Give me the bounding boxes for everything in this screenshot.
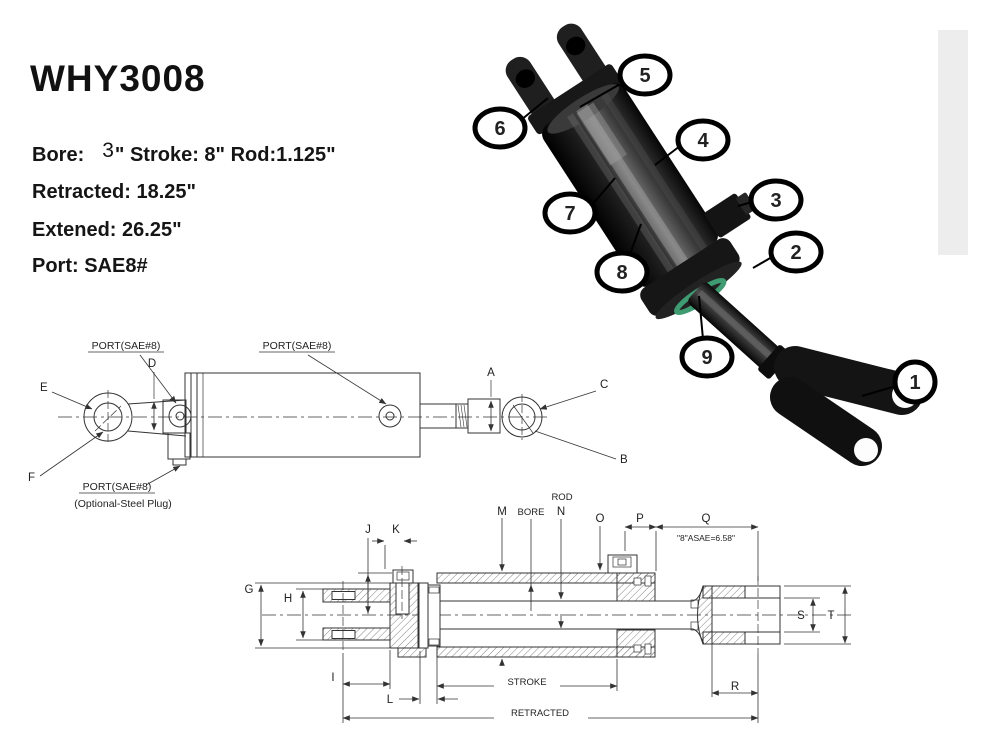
dim-label-f: F — [28, 472, 35, 484]
cylinder-illustration — [505, 23, 756, 320]
fork-prong-lower — [770, 377, 882, 466]
dim-label-j: J — [365, 524, 371, 536]
dim-label-o: O — [596, 513, 605, 525]
dim-label-b: B — [620, 454, 628, 466]
spec-line-port: Port: SAE8# — [32, 255, 148, 277]
dim-label-e: E — [40, 382, 48, 394]
callout-6-number: 6 — [494, 118, 505, 140]
dim-label-s: S — [797, 610, 805, 622]
callout-9: 9 — [679, 335, 735, 379]
barrel-reflection — [576, 104, 688, 267]
rod-end-port-plug — [612, 556, 632, 568]
fork-pin-hole-bottom — [744, 631, 781, 645]
gland-seal — [633, 577, 642, 586]
rod — [419, 403, 457, 429]
callout-2-number: 2 — [790, 242, 801, 264]
base-port-bore — [395, 582, 410, 615]
dim-label-i: I — [331, 672, 334, 684]
gland-flange — [640, 238, 740, 316]
callout-1: 1 — [892, 359, 938, 405]
bore-label: Bore: — [32, 144, 85, 166]
dim-label-h: H — [284, 593, 292, 605]
callout-4-number: 4 — [697, 130, 709, 152]
side-view-drawing: E D F A C B PORT(SAE#8) PORT(SAE#8) PORT… — [28, 340, 628, 510]
rod-dim-label: ROD — [551, 492, 572, 503]
dim-label-a: A — [487, 367, 495, 379]
callout-8: 8 — [594, 250, 650, 294]
dim-label-k: K — [392, 524, 400, 536]
port-label-bottom: PORT(SAE#8) — [83, 481, 152, 493]
internal-tube-highlight — [576, 102, 628, 166]
bore-rest: " Stroke: 8" Rod:1.125" — [114, 144, 336, 166]
dim-label-r: R — [731, 681, 739, 693]
rod-highlight — [697, 289, 775, 361]
dim-label-c: C — [600, 379, 608, 391]
barrel-reflection — [567, 113, 674, 273]
retracted-dim-label: RETRACTED — [511, 708, 569, 719]
gland-seal — [633, 644, 642, 653]
piston-seal — [428, 586, 440, 594]
spec-line-bore: Bore: 3" Stroke: 8" Rod:1.125" — [32, 139, 336, 167]
cylinder-barrel — [542, 82, 718, 287]
bore-value: 3 — [102, 139, 114, 162]
callout-3: 3 — [748, 178, 804, 222]
base-cap-plate — [418, 582, 429, 649]
photo-background-shadow — [938, 30, 968, 255]
base-cap — [528, 64, 621, 135]
base-port-plug — [396, 571, 410, 581]
callout-3-number: 3 — [770, 190, 781, 212]
base-clevis-pin-hole — [515, 69, 536, 88]
spec-line-retracted: Retracted: 18.25" — [32, 181, 197, 203]
gland-seal — [644, 643, 652, 655]
dim-label-m: M — [497, 506, 507, 518]
callout-5-number: 5 — [639, 65, 650, 87]
base-clevis-pin-hole — [565, 36, 586, 56]
piston-seal — [428, 638, 440, 646]
callout-7: 7 — [542, 191, 598, 235]
callout-5: 5 — [617, 53, 673, 97]
dim-label-p: P — [636, 513, 644, 525]
bore-dim-label: BORE — [518, 507, 545, 518]
callout-2: 2 — [768, 230, 824, 274]
piston — [427, 584, 441, 647]
spec-line-extended: Extened: 26.25" — [32, 219, 182, 241]
optional-plug-note: (Optional-Steel Plug) — [74, 498, 171, 510]
thread-zone — [455, 403, 469, 429]
pin-hole-bottom — [331, 630, 356, 639]
product-photo: 5 6 4 3 7 2 8 — [472, 23, 968, 466]
callout-1-number: 1 — [909, 372, 920, 394]
barrel-reflection — [600, 91, 708, 251]
dim-label-q: Q — [702, 513, 711, 525]
dim-label-d: D — [148, 358, 156, 370]
port-circle-left — [168, 404, 192, 428]
callout-9-number: 9 — [701, 347, 712, 369]
callout-4: 4 — [675, 118, 731, 162]
callout-8-number: 8 — [616, 262, 627, 284]
gland-seal — [644, 575, 652, 587]
port-label-top-right: PORT(SAE#8) — [263, 340, 332, 352]
dim-label-l: L — [387, 694, 394, 706]
steel-plug — [172, 458, 187, 466]
fork-eye-hole — [854, 438, 878, 462]
model-title: WHY3008 — [30, 58, 206, 99]
stroke-dim-label: STROKE — [507, 677, 546, 688]
rod-clevis-block — [467, 398, 501, 434]
pin-hole-top — [331, 591, 356, 600]
bottom-port-block — [167, 432, 191, 460]
port-label-top-left: PORT(SAE#8) — [92, 340, 161, 352]
callout-7-number: 7 — [564, 203, 575, 225]
dim-label-n: N — [557, 506, 565, 518]
port-circle-right — [378, 404, 402, 428]
section-view-drawing: G H J K M N O P Q S T I L R BORE ROD STR… — [245, 492, 852, 723]
dim-label-t: T — [827, 610, 834, 622]
rod-end-port-boss — [607, 554, 638, 574]
callout-6: 6 — [472, 106, 528, 150]
dim-label-g: G — [245, 584, 254, 596]
fork-prong-top — [702, 585, 746, 599]
fork-pin-hole-top — [744, 585, 781, 599]
asae-note: "8"ASAE=6.58" — [677, 533, 735, 543]
fork-prong-bottom — [702, 631, 746, 645]
callout-leaders — [520, 82, 897, 397]
